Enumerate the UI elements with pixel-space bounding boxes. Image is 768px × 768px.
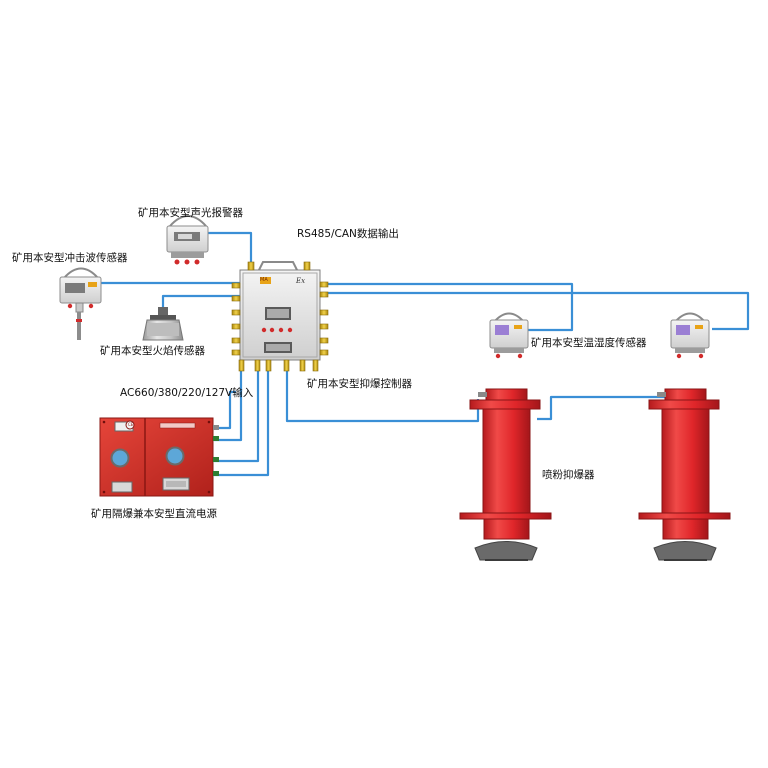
flame-sensor: [142, 307, 184, 341]
ce-mark: CE: [128, 422, 134, 427]
label-power-supply: 矿用隔爆兼本安型直流电源: [91, 508, 217, 520]
temp-humidity-sensor-2: [670, 312, 710, 359]
label-temp-humidity-sensor: 矿用本安型温湿度传感器: [531, 337, 647, 349]
cable-power-1: [214, 371, 243, 442]
cable-flame: [161, 294, 240, 307]
cable-suppressor-2: [537, 395, 665, 421]
cable-data-output: [321, 282, 574, 332]
ex-mark: Ex: [295, 277, 305, 285]
cable-alarm: [206, 231, 253, 270]
label-controller: 矿用本安型抑爆控制器: [307, 378, 412, 390]
suppression-controller: Ex: [239, 261, 321, 361]
label-power-input: AC660/380/220/127V输入: [120, 387, 254, 399]
label-powder-suppressor: 喷粉抑爆器: [542, 469, 595, 481]
sound-light-alarm: [166, 215, 209, 265]
label-alarm: 矿用本安型声光报警器: [138, 207, 243, 219]
controller-connectors: [231, 261, 329, 372]
label-flame-sensor: 矿用本安型火焰传感器: [100, 345, 205, 357]
cable-temp-humidity-2: [321, 291, 750, 331]
dc-power-supply: [99, 417, 214, 497]
shockwave-sensor: [59, 267, 102, 340]
cable-power-input: [214, 390, 236, 430]
power-supply-terminals: [213, 425, 219, 476]
cable-suppressor-1: [285, 371, 480, 423]
ma-badge: MA: [260, 277, 268, 283]
cable-power-2: [214, 371, 260, 463]
powder-suppressor-2: [638, 388, 731, 561]
powder-suppressor-1: [459, 388, 552, 561]
temp-humidity-sensor-1: [489, 312, 529, 359]
label-data-output: RS485/CAN数据输出: [297, 228, 399, 240]
cables: [101, 231, 750, 477]
cable-power-3: [214, 371, 270, 477]
label-shockwave-sensor: 矿用本安型冲击波传感器: [12, 252, 128, 264]
